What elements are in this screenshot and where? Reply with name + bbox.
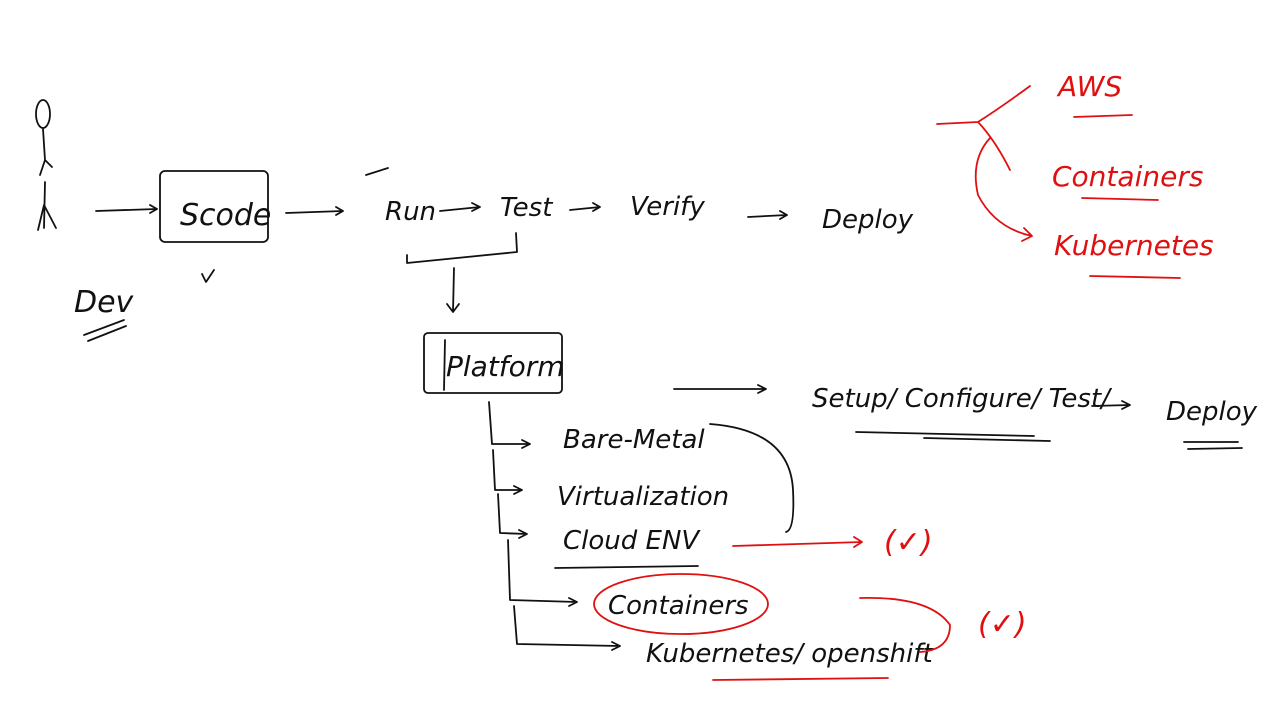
scode-check-icon xyxy=(201,269,215,283)
option-containers: Containers xyxy=(608,591,749,621)
options-brace xyxy=(709,423,795,533)
scode-label: Scode xyxy=(180,198,271,233)
tree-branch-cloud xyxy=(497,493,528,539)
option-bare-metal: Bare-Metal xyxy=(563,425,705,455)
branch-line-containers xyxy=(977,121,1011,171)
arrow-down-to-platform xyxy=(446,267,460,313)
arrow-verify-to-deploy xyxy=(747,210,788,220)
arrow-run-to-test xyxy=(439,202,481,212)
platform-box-inner-line xyxy=(443,339,446,391)
run-tick-mark xyxy=(365,167,389,176)
actor-label: Dev xyxy=(74,285,135,320)
body-shape xyxy=(37,128,57,231)
kubernetes-underline xyxy=(712,677,889,681)
arrow-cloud-to-check xyxy=(732,536,863,548)
step-test: Test xyxy=(500,193,553,223)
pipeline-underline xyxy=(855,431,1051,442)
arrow-dev-to-scode xyxy=(95,204,158,214)
target-containers-underline xyxy=(1081,197,1159,201)
step-run: Run xyxy=(385,197,436,227)
tree-branch-virtualization xyxy=(492,449,523,495)
platform-box xyxy=(423,332,563,394)
scode-box xyxy=(159,170,269,243)
arrow-scode-to-run xyxy=(285,206,344,216)
actor-underline xyxy=(83,319,127,342)
target-kubernetes: Kubernetes xyxy=(1054,229,1214,262)
target-containers: Containers xyxy=(1052,160,1203,193)
head-shape xyxy=(35,99,51,129)
platform-pipeline: Setup/ Configure/ Test/ xyxy=(812,384,1113,414)
arrow-platform-to-setup xyxy=(673,384,767,394)
option-virtualization: Virtualization xyxy=(557,482,729,512)
branch-line-aws xyxy=(936,85,1031,125)
target-kubernetes-underline xyxy=(1089,275,1181,279)
option-cloud-env: Cloud ENV xyxy=(563,526,701,556)
developer-stick-figure xyxy=(35,99,57,231)
branch-line-kubernetes xyxy=(974,137,1033,242)
step-deploy: Deploy xyxy=(822,205,914,235)
target-aws-underline xyxy=(1073,114,1133,118)
tree-branch-containers xyxy=(507,539,578,607)
arrow-pipeline-to-deploy xyxy=(1091,400,1131,410)
run-test-bracket xyxy=(406,232,518,264)
check-containers: (✓) xyxy=(978,607,1027,642)
platform-deploy-underline xyxy=(1183,441,1243,450)
platform-label: Platform xyxy=(446,350,565,383)
step-verify: Verify xyxy=(630,192,705,222)
platform-deploy: Deploy xyxy=(1166,397,1258,427)
cloud-env-underline xyxy=(554,565,699,569)
arrow-test-to-verify xyxy=(569,202,601,212)
tree-branch-bare-metal xyxy=(488,401,531,449)
check-cloud: (✓) xyxy=(884,525,933,560)
target-aws: AWS xyxy=(1056,70,1122,103)
containers-circle xyxy=(593,573,769,635)
targets-branch xyxy=(936,85,1033,242)
option-kubernetes-openshift: Kubernetes/ openshift xyxy=(646,639,934,669)
tree-branch-kubernetes xyxy=(513,605,621,651)
containers-brace xyxy=(859,596,951,653)
